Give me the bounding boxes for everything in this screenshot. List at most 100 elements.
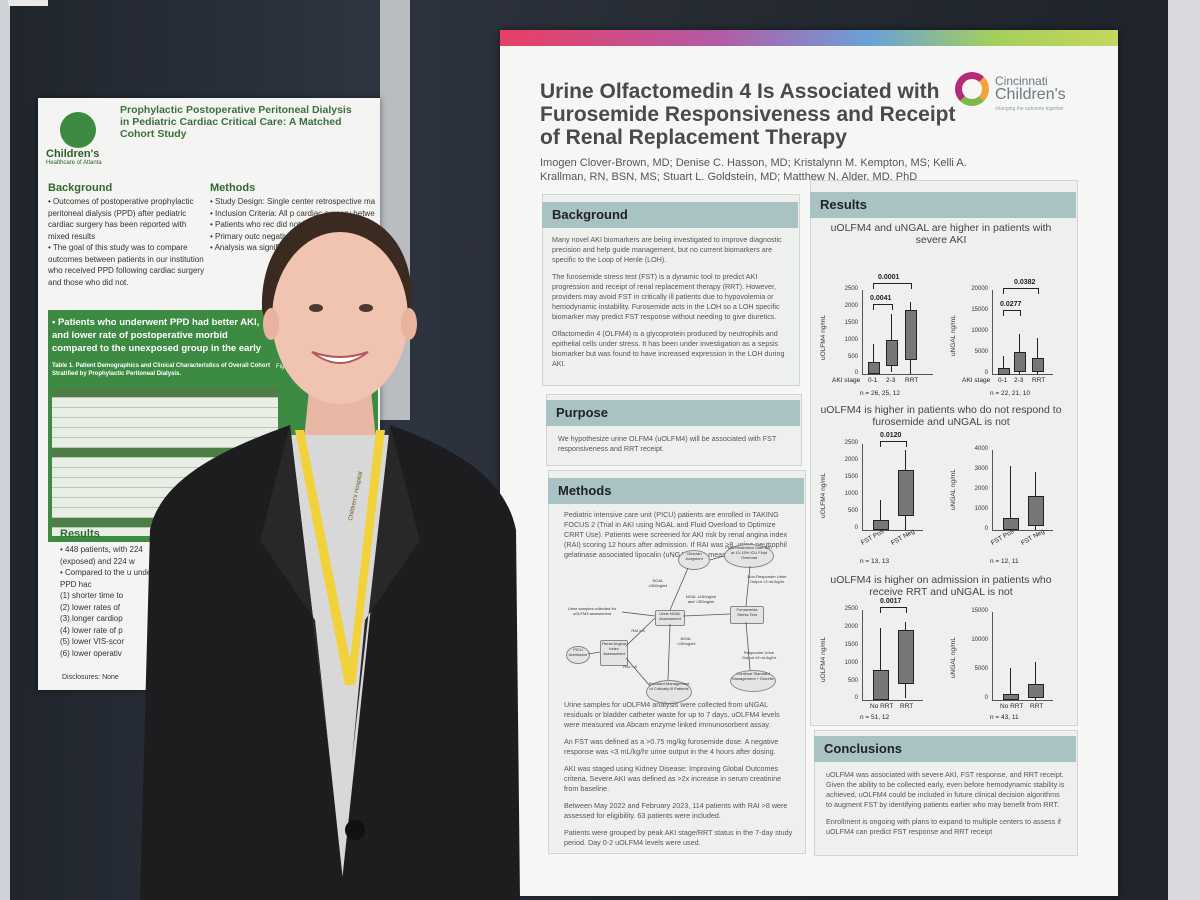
- ytick: 0: [984, 526, 988, 532]
- methods-text-top: Pediatric intensive care unit (PICU) pat…: [564, 510, 796, 567]
- cat-label: 2-3: [886, 377, 896, 384]
- ytick: 0: [854, 525, 858, 531]
- ytick: 1500: [844, 474, 858, 480]
- left-table-title: Table 1. Patient Demographics and Clinic…: [52, 363, 270, 377]
- whisker: [873, 344, 874, 374]
- ytick: 1500: [844, 642, 858, 648]
- plot-axes: [862, 290, 933, 375]
- whisker: [1010, 466, 1011, 530]
- background-heading: Background: [542, 202, 798, 228]
- box-aki-0-1: [998, 368, 1010, 375]
- conclusions-p2: Enrollment is ongoing with plans to expa…: [826, 817, 1061, 836]
- ytick: 20000: [971, 286, 988, 292]
- left-results-heading: Results: [60, 528, 100, 540]
- box-fst-neg: [1028, 496, 1044, 526]
- board-frame-right: [1168, 0, 1200, 900]
- logo-line1: Cincinnati: [995, 74, 1048, 88]
- results-panel: [810, 180, 1078, 726]
- cincinnati-childrens-logo: Cincinnati Children's changing the outco…: [955, 70, 1095, 120]
- ytick: 2500: [844, 286, 858, 292]
- background-p2: The furosemide stress test (FST) is a dy…: [552, 272, 780, 321]
- sig-bracket: [873, 304, 893, 310]
- n-label: n = 26, 25, 12: [860, 390, 900, 397]
- flow-standard: Standard Management of Critically Ill Pa…: [646, 680, 692, 704]
- cat-label: 0-1: [998, 377, 1008, 384]
- ytick: 4000: [974, 446, 988, 452]
- board-frame-left: [0, 0, 10, 900]
- pvalue: 0.0382: [1014, 279, 1036, 286]
- flow-edge-1: NGAL ≥300ng/ml: [648, 578, 668, 588]
- pvalue: 0.0120: [880, 432, 902, 439]
- n-label: n = 12, 11: [990, 558, 1019, 565]
- ytick: 2000: [974, 486, 988, 492]
- plot-axes: [992, 290, 1053, 375]
- left-background-heading: Background: [48, 182, 113, 194]
- cat-label: 0-1: [868, 377, 878, 384]
- box-no-rrt: [873, 670, 889, 700]
- box-rrt: [898, 630, 914, 684]
- sig-bracket: [1003, 310, 1021, 316]
- box-aki-rrt: [905, 310, 917, 360]
- methods-p2: Urine samples for uOLFM4 analysis were c…: [564, 700, 780, 729]
- presenter-figure: [140, 211, 520, 900]
- logo-tagline: changing the outcome together: [995, 106, 1064, 112]
- ytick: 2000: [844, 457, 858, 463]
- sig-bracket: [1003, 288, 1039, 294]
- flow-edge-5: RAI < 8: [623, 664, 637, 669]
- background-p1: Many novel AKI biomarkers are being inve…: [552, 235, 782, 264]
- ytick: 0: [984, 370, 988, 376]
- left-key-finding-text: • Patients who underwent PPD had better …: [52, 317, 262, 354]
- left-poster-title: Prophylactic Postoperative Peritoneal Di…: [120, 104, 352, 140]
- ytick: 15000: [971, 307, 988, 313]
- pvalue: 0.0041: [870, 295, 892, 302]
- childrens-atlanta-logo-icon: [60, 112, 96, 148]
- plot-ylabel: uNGAL ng/mL: [950, 469, 957, 510]
- plot-ylabel: uOLFM4 ng/mL: [820, 314, 827, 360]
- whisker: [1010, 668, 1011, 700]
- box-aki-rrt: [1032, 358, 1044, 372]
- left-poster-org: Children's: [46, 148, 100, 160]
- cat-label: 2-3: [1014, 377, 1024, 384]
- flow-edge-3: NGAL <150ng/ml: [676, 636, 696, 646]
- methods-p5: Between May 2022 and February 2023, 114 …: [564, 801, 788, 820]
- ytick: 0: [984, 695, 988, 701]
- methods-p6: Patients were grouped by peak AKI stage/…: [564, 828, 793, 847]
- purpose-heading: Purpose: [546, 400, 800, 426]
- aki-stage-label: AKI stage: [962, 377, 991, 384]
- flow-fst: Furosemide Stress Test: [730, 606, 764, 624]
- results-title-3: uOLFM4 is higher on admission in patient…: [830, 574, 1052, 598]
- left-poster-org-sub: Healthcare of Atlanta: [46, 160, 102, 166]
- ytick: 1000: [844, 491, 858, 497]
- left-background-text: • Outcomes of postoperative prophylactic…: [48, 197, 205, 287]
- sig-bracket: [880, 441, 907, 447]
- results-heading: Results: [810, 192, 1076, 218]
- results-title-1: uOLFM4 and uNGAL are higher in patients …: [830, 222, 1052, 246]
- ytick: 500: [847, 354, 858, 360]
- results-title-2: uOLFM4 is higher in patients who do not …: [820, 404, 1062, 428]
- whisker: [880, 500, 881, 530]
- conclusions-p1: uOLFM4 was associated with severe AKI, F…: [826, 770, 1065, 809]
- plot-fst-olfm4: uOLFM4 ng/mL 2500 2000 1500 1000 500 0 0…: [820, 430, 940, 570]
- ytick: 5000: [974, 666, 988, 672]
- left-methods-heading: Methods: [210, 182, 256, 194]
- flow-edge-4: RAI ≥ 8: [631, 628, 645, 633]
- box-rrt: [1028, 684, 1044, 698]
- purpose-text: We hypothesize urine OLFM4 (uOLFM4) will…: [558, 434, 777, 453]
- ytick: 15000: [971, 608, 988, 614]
- ytick: 5000: [974, 349, 988, 355]
- flow-arrows: [587, 555, 751, 687]
- presenter-person: Children's Hospital: [140, 200, 520, 900]
- poster-color-stripe: [500, 30, 1118, 46]
- pvalue: 0.0017: [880, 598, 902, 605]
- plot-rrt-olfm4: uOLFM4 ng/mL 2500 2000 1500 1000 500 0 0…: [820, 598, 940, 721]
- background-p3: Olfactomedin 4 (OLFM4) is a glycoprotein…: [552, 329, 785, 368]
- n-label: n = 22, 21, 10: [990, 390, 1030, 397]
- cat-label: RRT: [900, 703, 914, 710]
- ytick: 10000: [971, 328, 988, 334]
- sig-bracket: [880, 607, 907, 613]
- flow-clinician: Clinician Judgment: [678, 550, 710, 570]
- flow-samples: Urine samples collected for uOLFM4 asses…: [567, 606, 617, 616]
- plot-axes: [992, 612, 1053, 701]
- methods-panel: [548, 470, 806, 854]
- cat-label: No RRT: [870, 703, 894, 710]
